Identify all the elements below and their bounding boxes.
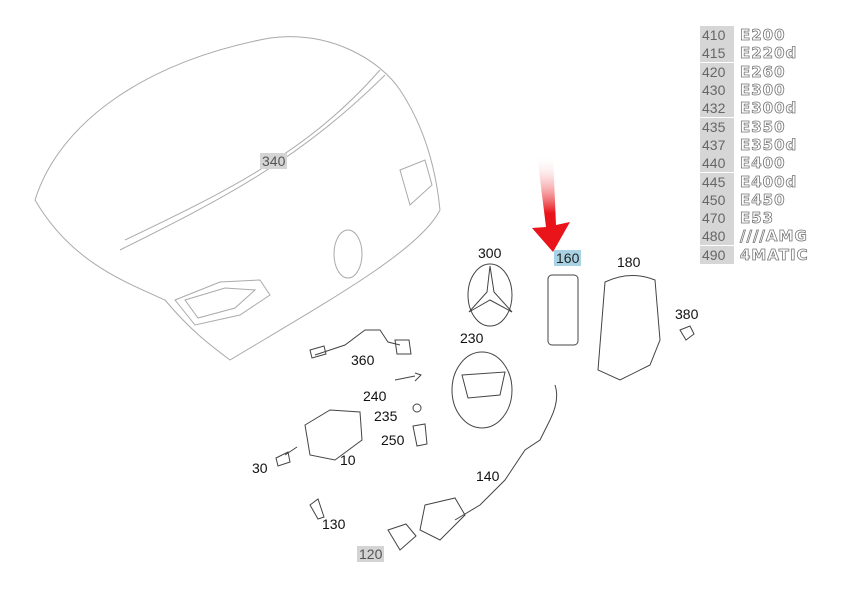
variant-badge: E260 [740,62,786,81]
variant-row: 437 E350d [700,136,809,154]
variant-number: 450 [700,190,734,209]
variant-badge: E53 [740,209,775,228]
cable-140 [454,384,558,521]
callout-240: 240 [363,388,387,404]
callout-360: 360 [351,352,375,368]
callout-10: 10 [340,452,356,468]
callout-230: 230 [460,330,484,346]
variant-number: 432 [700,99,734,118]
variant-row: 490 4MATIC [700,245,809,264]
variant-badge: ////AMG [740,227,808,246]
callout-300: 300 [478,245,502,261]
emblem-mount [333,229,363,279]
variant-row: 450 E450 [700,190,809,209]
bolt-30 [275,446,298,467]
variant-badge: E350d [740,135,798,155]
callout-340: 340 [260,153,288,169]
variant-badge: E450 [740,190,786,209]
callout-140: 140 [476,468,500,484]
callout-250: 250 [381,432,405,448]
variant-badge: E400 [740,154,786,173]
cover-180 [597,275,661,381]
variant-badge: E200 [740,26,786,45]
trunk-lid [34,36,441,361]
callout-130: 130 [322,516,346,532]
variant-row: 470 E53 [700,209,809,228]
star-emblem [467,263,513,327]
bolt-130 [309,498,325,520]
pin-240 [394,372,422,382]
variant-row: 420 E260 [700,62,809,81]
variant-number: 440 [700,154,734,173]
cap-120 [387,523,417,551]
variant-number: 445 [700,172,734,191]
callout-120: 120 [357,546,385,562]
variant-number: 470 [700,209,734,228]
actuator-160 [547,274,579,346]
variant-number: 490 [700,245,734,264]
clip-380 [679,325,695,341]
variant-badge: E300 [740,81,786,100]
variant-row: 410 E200 [700,26,809,45]
grommet-250 [412,423,428,447]
variant-number: 480 [700,227,734,246]
variant-row: 440 E400 [700,154,809,173]
lock-10 [304,409,363,461]
variant-row: 435 E350 [700,117,809,136]
variant-number: 415 [700,44,734,63]
variant-number: 410 [700,26,734,45]
callout-30: 30 [252,460,268,476]
variant-row: 445 E400d [700,172,809,191]
handle-unit [419,497,466,541]
variant-number: 420 [700,62,734,81]
harness-360 [309,329,412,359]
variant-number: 435 [700,117,734,136]
camera-230 [451,351,513,429]
variant-badge: E220d [740,44,798,63]
screw-235 [412,403,422,413]
variant-badge: 4MATIC [740,245,809,264]
variant-number: 430 [700,81,734,100]
variant-badge: E350 [740,117,786,136]
highlight-arrow-icon [532,155,570,252]
variant-badge: E300d [740,99,798,118]
callout-235: 235 [374,408,398,424]
variant-row: 430 E300 [700,81,809,99]
variant-row: 480 ////AMG [700,227,809,246]
callout-180: 180 [617,254,641,270]
callout-380: 380 [675,306,699,322]
variant-row: 432 E300d [700,99,809,118]
variant-number: 437 [700,135,734,154]
callout-160: 160 [554,250,582,266]
variant-badge: E400d [740,172,798,191]
variant-row: 415 E220d [700,44,809,63]
